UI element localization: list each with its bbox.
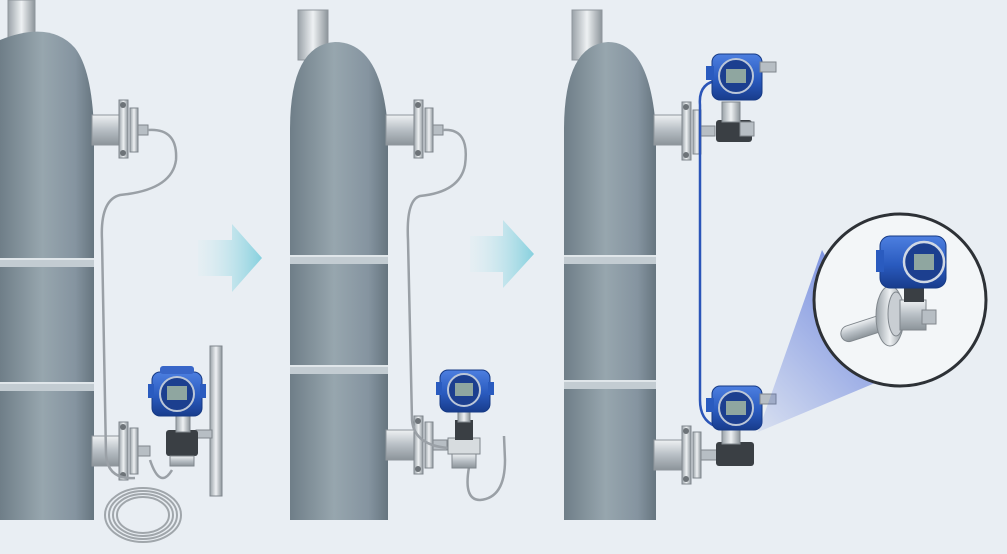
electronic-cable xyxy=(698,78,721,428)
lower-nozzle-1 xyxy=(91,421,151,481)
vessel-2 xyxy=(290,9,388,520)
transmitter-1 xyxy=(148,366,206,467)
capillary-1 xyxy=(100,128,178,480)
capillary-2 xyxy=(406,128,467,450)
lower-nozzle-3 xyxy=(653,425,718,485)
panel-2 xyxy=(290,9,507,520)
transmitter-detail-icon xyxy=(840,235,947,347)
transmitter-3-upper xyxy=(706,53,777,142)
capillary-coil-1 xyxy=(104,487,182,543)
panel-1 xyxy=(0,0,223,543)
upper-nozzle-3 xyxy=(653,101,716,161)
arrow-right-icon xyxy=(198,224,262,292)
transmitter-2 xyxy=(436,369,494,469)
arrow-right-icon xyxy=(470,220,534,288)
detail-callout xyxy=(758,212,988,432)
upper-nozzle-1 xyxy=(91,99,149,159)
vessel-1 xyxy=(0,0,94,521)
panel-3 xyxy=(564,9,777,520)
lower-nozzle-2 xyxy=(385,415,448,475)
upper-nozzle-2 xyxy=(385,99,444,159)
mounting-plate-1 xyxy=(195,345,223,497)
vessel-3 xyxy=(564,9,656,520)
transmitter-3-lower xyxy=(706,385,777,466)
